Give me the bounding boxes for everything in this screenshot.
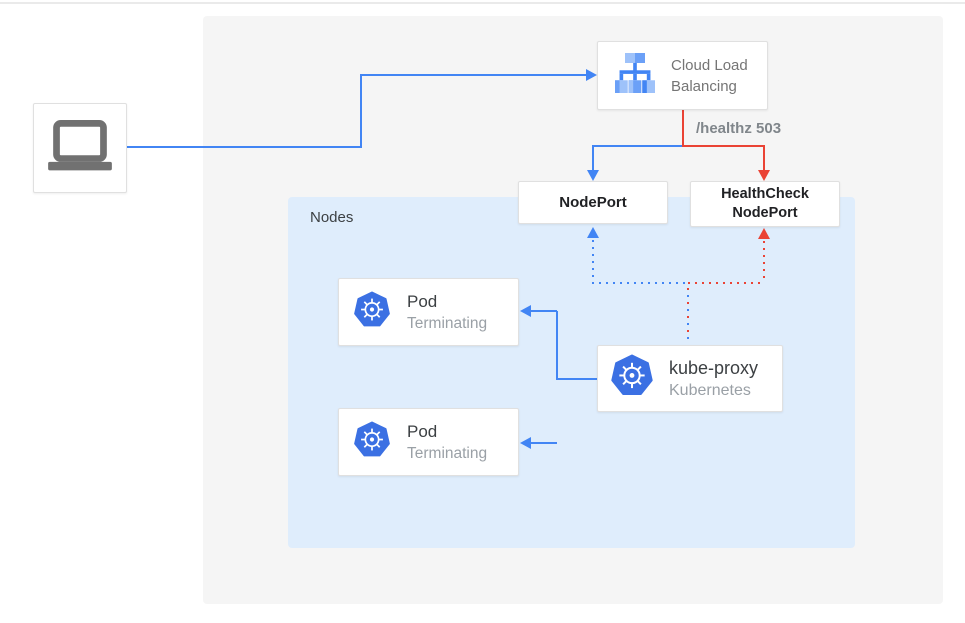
edge-clb-healthcheck-v <box>763 145 765 172</box>
edge-kubeproxy-healthcheck-v <box>763 241 765 282</box>
healthcheck-label-line2: NodePort <box>732 205 798 221</box>
laptop-icon <box>48 119 112 177</box>
edge-to-pod2-h <box>531 442 557 444</box>
kubernetes-icon <box>353 420 391 464</box>
kubernetes-icon <box>353 290 391 334</box>
top-divider <box>0 2 965 4</box>
healthcheck-nodeport-card: HealthCheck NodePort <box>690 181 840 227</box>
edge-clb-healthcheck-h <box>682 145 765 147</box>
edge-client-clb-seg3 <box>362 74 587 76</box>
kube-proxy-title: kube-proxy <box>669 357 759 378</box>
edge-kubeproxy-up-mixed <box>687 288 689 344</box>
arrowhead-up-healthcheck <box>758 228 770 239</box>
pod-1-title: Pod <box>407 292 438 311</box>
edge-clb-nodeport-v <box>592 145 594 172</box>
pod-card-1: Pod Terminating <box>338 278 519 346</box>
arrowhead-into-clb <box>586 69 597 81</box>
nodes-panel-label: Nodes <box>310 209 354 226</box>
kube-proxy-subtitle: Kubernetes <box>669 381 751 399</box>
client-card <box>33 103 127 193</box>
edge-client-clb-seg2 <box>360 74 362 148</box>
pod-card-2: Pod Terminating <box>338 408 519 476</box>
edge-kubeproxy-healthcheck-h <box>688 282 765 284</box>
pod-2-title: Pod <box>407 422 438 441</box>
arrowhead-up-nodeport <box>587 227 599 238</box>
arrowhead-into-pod2 <box>520 437 531 449</box>
cloud-load-balancing-icon <box>613 53 657 98</box>
kube-proxy-card: kube-proxy Kubernetes <box>597 345 783 412</box>
edge-clb-nodeport-h <box>592 145 682 147</box>
healthz-label: /healthz 503 <box>696 120 782 137</box>
edge-client-clb-seg1 <box>127 146 361 148</box>
edge-kubeproxy-nodeport-v <box>592 240 594 283</box>
cloud-load-balancing-card: Cloud Load Balancing <box>597 41 768 110</box>
pod-1-status: Terminating <box>407 315 488 332</box>
edge-clb-down-red <box>682 110 684 147</box>
nodeport-label: NodePort <box>559 194 627 211</box>
healthcheck-label-line1: HealthCheck <box>721 186 809 202</box>
arrowhead-into-nodeport <box>587 170 599 181</box>
arrowhead-into-pod1 <box>520 305 531 317</box>
pod-2-status: Terminating <box>407 445 488 462</box>
edge-kubeproxy-nodeport-h <box>592 282 688 284</box>
nodeport-card: NodePort <box>518 181 668 224</box>
edge-kubeproxy-pods-stem <box>557 378 597 380</box>
edge-to-pod1-h <box>531 310 557 312</box>
kube-proxy-text: kube-proxy Kubernetes <box>669 357 758 401</box>
edge-kubeproxy-pods-v <box>556 311 558 380</box>
pod-2-text: Pod Terminating <box>407 420 487 464</box>
arrowhead-into-healthcheck <box>758 170 770 181</box>
pod-1-text: Pod Terminating <box>407 290 487 334</box>
kubernetes-icon <box>610 354 654 403</box>
cloud-load-balancing-label: Cloud Load Balancing <box>671 56 748 95</box>
